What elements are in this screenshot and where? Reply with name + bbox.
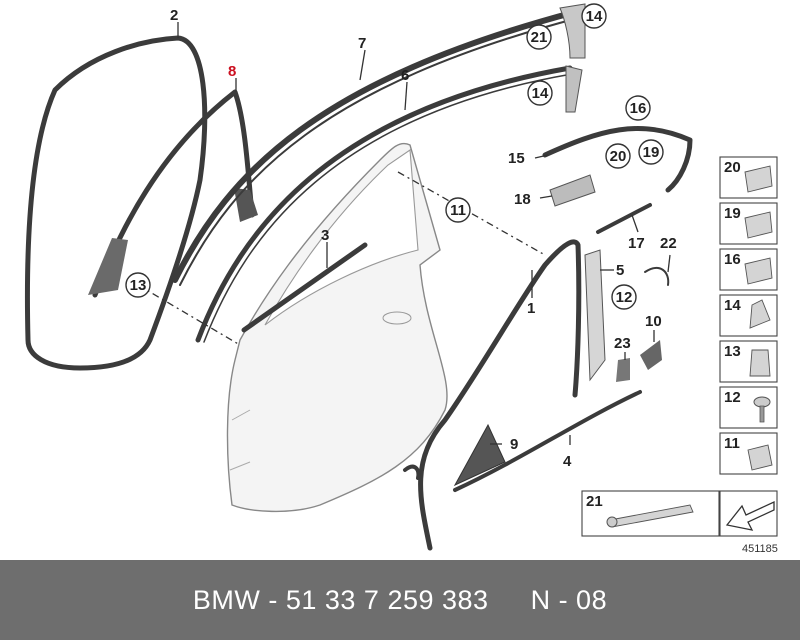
part-labels: 2 8 7 6 3 1 5 4 9 10 23 22 17 15 18: [170, 7, 677, 470]
label-part-13: 13: [125, 272, 151, 298]
label-part-2: 2: [170, 7, 178, 24]
orientation-arrow-icon: [725, 500, 775, 531]
label-part-11: 11: [445, 197, 471, 223]
svg-text:19: 19: [643, 144, 660, 161]
leader-lines: [177, 22, 671, 445]
svg-text:12: 12: [724, 389, 741, 406]
diagram-number: 451185: [742, 543, 778, 555]
circled-labels: 14 21 14 16 20 19 11 13: [125, 3, 664, 310]
svg-text:11: 11: [724, 435, 740, 452]
label-part-4: 4: [563, 453, 572, 470]
assembly-lines: [137, 171, 546, 346]
part-number: BMW - 51 33 7 259 383: [192, 584, 489, 615]
part-2-door-seal: [24, 35, 208, 371]
svg-text:12: 12: [616, 289, 633, 306]
label-part-7: 7: [358, 35, 366, 52]
svg-text:14: 14: [724, 297, 741, 314]
legend-row-11: 11: [719, 432, 778, 475]
part-4-sill-strip: [453, 390, 642, 492]
part-13-clip-mount: [88, 238, 128, 295]
legend-row-20: 20: [719, 156, 778, 199]
legend-row-12: 12: [719, 386, 778, 429]
legend-row-21: 21: [581, 490, 720, 537]
part-16-rear-trim: [542, 126, 693, 234]
svg-text:21: 21: [531, 29, 548, 46]
label-part-14-top: 14: [581, 3, 607, 29]
fastener-legend: 20 19 16 14 13 12: [581, 156, 778, 537]
label-part-19: 19: [638, 139, 664, 165]
diagram-reference: N - 08: [530, 584, 608, 615]
label-part-8: 8: [228, 63, 236, 80]
part-22-arc: [644, 266, 670, 286]
svg-text:14: 14: [532, 85, 549, 102]
svg-text:14: 14: [586, 8, 603, 25]
part-3-belt-strip: [241, 242, 368, 333]
svg-text:16: 16: [724, 251, 741, 268]
svg-text:16: 16: [630, 100, 647, 117]
legend-row-16: 16: [719, 248, 778, 291]
svg-text:20: 20: [724, 159, 741, 176]
svg-text:21: 21: [586, 493, 603, 510]
legend-row-13: 13: [719, 340, 778, 383]
part-10-23-brackets: [616, 340, 662, 382]
legend-arrow-box: [719, 490, 778, 537]
legend-row-19: 19: [719, 202, 778, 245]
label-part-18: 18: [514, 191, 531, 208]
part-6-window-strip: [195, 65, 583, 343]
label-part-1: 1: [527, 300, 535, 317]
part-18-clip-bracket: [549, 174, 596, 207]
label-part-20: 20: [605, 143, 631, 169]
svg-text:20: 20: [610, 148, 627, 165]
svg-text:19: 19: [724, 205, 741, 222]
part-7-roof-strip: [172, 3, 586, 286]
svg-text:11: 11: [450, 202, 466, 219]
part-1-channel-seal: [403, 239, 582, 551]
label-part-9: 9: [510, 436, 518, 453]
label-part-3: 3: [321, 227, 329, 244]
label-part-22: 22: [660, 235, 677, 252]
label-part-15: 15: [508, 150, 525, 167]
label-part-23: 23: [614, 335, 631, 352]
svg-text:13: 13: [130, 277, 147, 294]
label-part-21: 21: [526, 24, 552, 50]
label-part-10: 10: [645, 313, 662, 330]
part-5-pillar-cover: [584, 249, 606, 382]
part-number-footer: BMW - 51 33 7 259 383 N - 08: [0, 560, 800, 640]
exploded-parts-diagram: 2 8 7 6 3 1 5 4 9 10 23 22 17 15 18 14 2…: [24, 3, 778, 555]
door-shell: [226, 142, 448, 513]
label-part-17: 17: [628, 235, 645, 252]
label-part-6: 6: [401, 67, 409, 84]
label-part-16: 16: [625, 95, 651, 121]
label-part-12: 12: [611, 284, 637, 310]
legend-row-14: 14: [719, 294, 778, 337]
label-part-5: 5: [616, 262, 624, 279]
svg-text:13: 13: [724, 343, 741, 360]
label-part-14-mid: 14: [527, 80, 553, 106]
